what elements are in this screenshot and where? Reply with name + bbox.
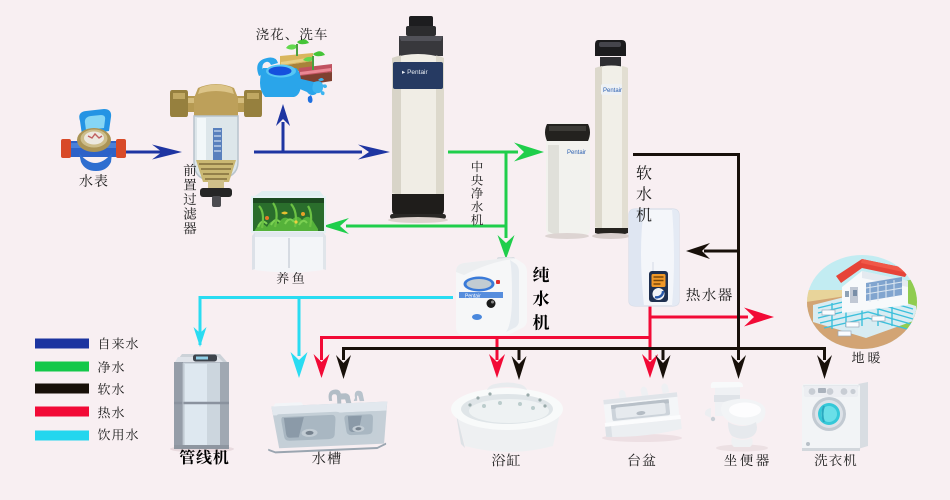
svg-text:Pentair: Pentair [465,294,481,300]
svg-text:Pentair: Pentair [567,150,586,156]
svg-text:Pentair: Pentair [603,88,622,94]
svg-text:▸ Pentair: ▸ Pentair [402,69,428,76]
